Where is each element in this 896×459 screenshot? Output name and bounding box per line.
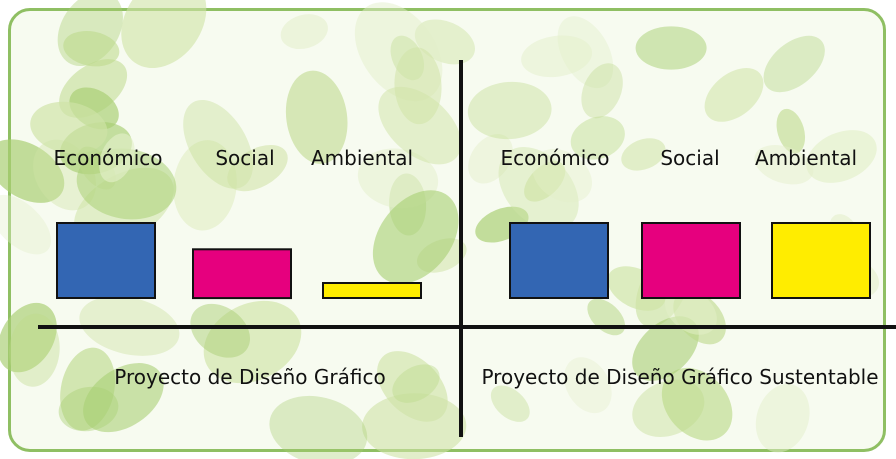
leaf-decoration <box>754 145 814 185</box>
panel-caption: Proyecto de Diseño Gráfico Sustentable <box>481 365 878 389</box>
bar <box>641 222 741 299</box>
category-label: Económico <box>53 146 162 170</box>
bar <box>771 222 871 299</box>
leaf-decoration <box>490 385 530 422</box>
leaf-decoration <box>414 19 475 65</box>
leaf-decoration <box>776 108 806 154</box>
leaf-decoration <box>570 116 625 160</box>
leaf-decoration <box>280 14 328 50</box>
leaf-decoration <box>372 190 459 284</box>
leaf-decoration <box>83 363 164 433</box>
leaf-decoration <box>755 383 810 453</box>
leaf-decoration <box>269 395 368 459</box>
leaf-decoration <box>378 86 462 165</box>
leaf-decoration <box>806 130 877 183</box>
leaf-decoration <box>664 287 717 335</box>
leaf-decoration <box>0 302 57 373</box>
category-label: Ambiental <box>311 146 413 170</box>
leaf-decoration <box>227 145 288 192</box>
leaf-decoration <box>30 101 108 154</box>
leaf-decoration <box>763 35 825 93</box>
leaf-decoration <box>285 70 348 164</box>
bar <box>322 282 422 299</box>
category-label: Ambiental <box>755 146 857 170</box>
bar <box>56 222 156 299</box>
leaf-decoration <box>468 134 513 184</box>
leaf-decoration <box>704 67 764 122</box>
leaf-decoration <box>581 63 623 119</box>
leaf-decoration <box>190 303 251 358</box>
leaf-decoration <box>521 35 593 78</box>
leaf-decoration <box>532 148 593 203</box>
leaf-decoration <box>635 26 707 70</box>
panel-caption: Proyecto de Diseño Gráfico <box>114 365 385 389</box>
leaf-decoration <box>632 316 699 381</box>
category-label: Económico <box>500 146 609 170</box>
leaf-decoration <box>0 194 52 255</box>
leaf-decoration <box>362 393 467 459</box>
leaf-decoration <box>203 300 302 384</box>
leaf-decoration <box>524 161 566 202</box>
bar <box>192 248 292 300</box>
leaf-decoration <box>121 0 207 69</box>
leaf-decoration <box>392 364 440 403</box>
leaf-decoration <box>564 357 612 414</box>
leaf-decoration <box>9 313 60 387</box>
leaf-decoration <box>99 133 135 183</box>
category-label: Social <box>215 146 274 170</box>
leaf-decoration <box>63 30 120 67</box>
category-label: Social <box>660 146 719 170</box>
leaf-decoration <box>467 81 552 140</box>
leaf-decoration <box>173 140 237 231</box>
leaf-decoration <box>621 138 666 171</box>
leaf-decoration <box>0 139 65 203</box>
bar <box>509 222 609 299</box>
leaf-decoration <box>661 367 733 441</box>
leaf-decoration <box>632 379 705 437</box>
